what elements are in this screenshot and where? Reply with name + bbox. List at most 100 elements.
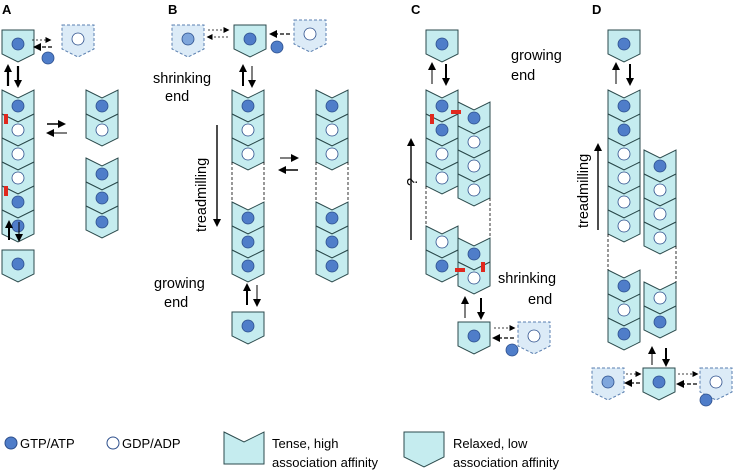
panel-d-letter: D <box>592 2 601 17</box>
gtp-nucleotide <box>325 99 339 113</box>
legend-tense-label-1: Tense, high <box>272 436 339 451</box>
gdp-nucleotide <box>325 123 339 137</box>
gtp-nucleotide <box>241 99 255 113</box>
red-marker <box>481 262 485 272</box>
gtp-nucleotide <box>467 329 481 343</box>
panel-b-growing-end-label: end <box>164 295 188 311</box>
gdp-nucleotide <box>653 207 667 221</box>
gtp-nucleotide <box>241 211 255 225</box>
red-marker <box>451 110 461 114</box>
gdp-nucleotide <box>435 235 449 249</box>
gdp-nucleotide <box>467 135 481 149</box>
red-marker <box>455 268 465 272</box>
panel-b-letter: B <box>168 2 177 17</box>
gdp-nucleotide <box>467 183 481 197</box>
gtp-nucleotide <box>11 37 25 51</box>
gtp-nucleotide <box>617 279 631 293</box>
gtp-nucleotide <box>95 167 109 181</box>
gtp-nucleotide <box>617 37 631 51</box>
gtp-nucleotide <box>241 319 255 333</box>
gtp-nucleotide <box>95 191 109 205</box>
gdp-nucleotide <box>435 171 449 185</box>
gtp-nucleotide <box>243 32 257 46</box>
gtp-nucleotide <box>41 51 55 65</box>
gdp-nucleotide <box>617 195 631 209</box>
gdp-nucleotide <box>71 32 85 46</box>
gdp-nucleotide <box>11 123 25 137</box>
panel-c-growing-label: growing <box>511 48 562 64</box>
gtp-nucleotide <box>617 99 631 113</box>
gtp-nucleotide <box>435 123 449 137</box>
gtp-nucleotide <box>11 219 25 233</box>
panel-b-shrinking-end-label: end <box>165 89 189 105</box>
legend-relaxed-shape <box>403 431 445 468</box>
gdp-nucleotide <box>617 303 631 317</box>
gdp-nucleotide <box>11 147 25 161</box>
legend-gtp-marker <box>4 436 18 450</box>
gdp-nucleotide <box>95 123 109 137</box>
gdp-nucleotide <box>241 147 255 161</box>
legend-relaxed-label-1: Relaxed, low <box>453 436 528 451</box>
gtp-nucleotide <box>95 99 109 113</box>
gdp-nucleotide <box>653 291 667 305</box>
gtp-nucleotide <box>435 37 449 51</box>
gdp-nucleotide <box>617 147 631 161</box>
panel-a-letter: A <box>2 2 12 17</box>
gdp-nucleotide <box>617 219 631 233</box>
gtp-nucleotide <box>435 259 449 273</box>
gtp-nucleotide <box>241 235 255 249</box>
gtp-nucleotide <box>325 235 339 249</box>
gtp-nucleotide <box>270 40 284 54</box>
legend-gdp-marker <box>106 436 120 450</box>
arrow-layer <box>4 27 699 388</box>
gtp-nucleotide <box>652 375 666 389</box>
gtp-nucleotide <box>11 99 25 113</box>
gdp-nucleotide <box>617 171 631 185</box>
gdp-nucleotide <box>653 231 667 245</box>
panel-b-treadmilling-label: treadmilling <box>194 158 210 232</box>
gdp-nucleotide <box>527 329 541 343</box>
legend-gdp-label: GDP/ADP <box>122 436 181 451</box>
gtp-nucleotide <box>601 375 615 389</box>
panel-c-shrinking-end-label: end <box>528 292 552 308</box>
gtp-nucleotide <box>325 211 339 225</box>
gtp-nucleotide <box>467 111 481 125</box>
panel-c-growing-end-label: end <box>511 68 535 84</box>
panel-c-question-label: ? <box>405 178 421 186</box>
gdp-nucleotide <box>325 147 339 161</box>
panel-b-shrinking-label: shrinking <box>153 71 211 87</box>
gtp-nucleotide <box>95 215 109 229</box>
gtp-nucleotide <box>617 327 631 341</box>
gtp-nucleotide <box>617 123 631 137</box>
legend-tense-label-2: association affinity <box>272 455 378 470</box>
gdp-nucleotide <box>303 27 317 41</box>
red-marker <box>430 114 434 124</box>
gtp-nucleotide <box>653 315 667 329</box>
panel-c-letter: C <box>411 2 421 17</box>
gtp-nucleotide <box>325 259 339 273</box>
legend-relaxed-label-2: association affinity <box>453 455 559 470</box>
panel-b-growing-label: growing <box>154 276 205 292</box>
gtp-nucleotide <box>11 257 25 271</box>
gtp-nucleotide <box>699 393 713 407</box>
gtp-nucleotide <box>11 195 25 209</box>
panel-c-shrinking-label: shrinking <box>498 271 556 287</box>
subunit-layer <box>1 19 733 407</box>
gtp-nucleotide <box>467 247 481 261</box>
gdp-nucleotide <box>709 375 723 389</box>
gtp-nucleotide <box>241 259 255 273</box>
gdp-nucleotide <box>653 183 667 197</box>
legend-tense-shape <box>223 431 265 465</box>
gtp-nucleotide <box>505 343 519 357</box>
gdp-nucleotide <box>467 159 481 173</box>
gtp-nucleotide <box>181 32 195 46</box>
gdp-nucleotide <box>11 171 25 185</box>
legend: GTP/ATP GDP/ADP Tense, high association … <box>4 431 559 470</box>
gtp-nucleotide <box>435 99 449 113</box>
red-marker <box>4 114 8 124</box>
legend-gtp-label: GTP/ATP <box>20 436 75 451</box>
gtp-nucleotide <box>653 159 667 173</box>
red-marker <box>4 186 8 196</box>
panel-d-treadmilling-label: treadmilling <box>576 154 592 228</box>
